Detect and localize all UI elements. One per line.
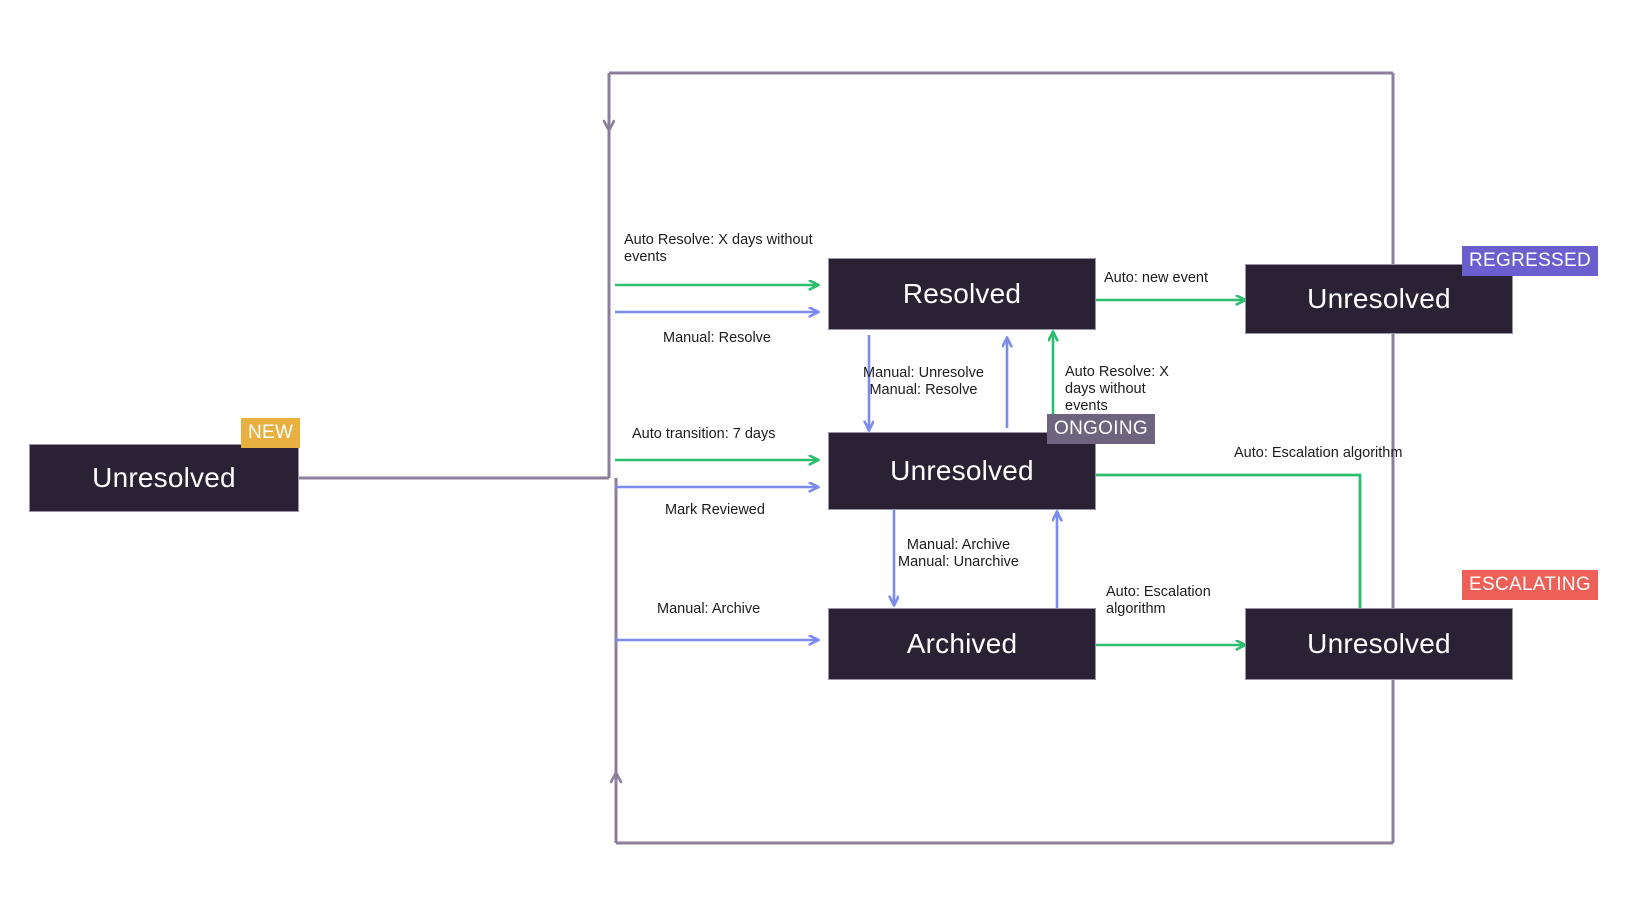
state-box-escalating[interactable]: Unresolved	[1245, 608, 1513, 680]
edge-auto-escalation-top	[1096, 473, 1360, 628]
edge-label-manual-archive: Manual: Archive	[657, 601, 761, 617]
state-box-archived[interactable]: Archived	[828, 608, 1096, 680]
status-badge-ongoing-text: ONGOING	[1054, 418, 1148, 439]
state-label-new: Unresolved	[92, 462, 236, 493]
status-badge-new-text: NEW	[248, 422, 294, 443]
edge-label-manual-resolve: Manual: Resolve	[663, 330, 771, 346]
status-badge-escalating-text: ESCALATING	[1469, 574, 1591, 595]
edge-label-auto-resolve-x-days-right: Auto Resolve: X days without events	[1065, 364, 1169, 414]
state-label-archived: Archived	[906, 628, 1018, 659]
status-badge-regressed-text: REGRESSED	[1469, 250, 1592, 271]
state-label-escalating: Unresolved	[1307, 628, 1451, 659]
edge-label-manual-unresolve-resolve: Manual: Unresolve Manual: Resolve	[863, 365, 984, 398]
edge-label-auto-escalation-top: Auto: Escalation algorithm	[1234, 445, 1403, 461]
edge-label-auto-escalation-bottom: Auto: Escalation algorithm	[1106, 584, 1211, 617]
status-badge-new: NEW	[241, 418, 301, 448]
state-box-new[interactable]: Unresolved	[29, 444, 299, 512]
edge-loop-outer	[299, 71, 1395, 845]
status-badge-ongoing: ONGOING	[1047, 414, 1155, 444]
state-label-ongoing: Unresolved	[890, 455, 1034, 486]
status-badge-regressed: REGRESSED	[1462, 246, 1599, 276]
status-badge-escalating: ESCALATING	[1462, 570, 1598, 600]
state-label-regressed: Unresolved	[1307, 283, 1451, 314]
edge-label-auto-resolve-x-days: Auto Resolve: X days without events	[624, 232, 813, 265]
edge-label-auto-new-event: Auto: new event	[1104, 270, 1208, 286]
state-label-resolved: Resolved	[902, 278, 1022, 309]
state-box-resolved[interactable]: Resolved	[828, 258, 1096, 330]
edge-label-mark-reviewed: Mark Reviewed	[665, 502, 765, 518]
state-box-ongoing[interactable]: Unresolved	[828, 432, 1096, 510]
edge-label-manual-archive-unarchive: Manual: Archive Manual: Unarchive	[898, 537, 1019, 570]
edge-label-auto-transition-7-days: Auto transition: 7 days	[632, 426, 776, 442]
